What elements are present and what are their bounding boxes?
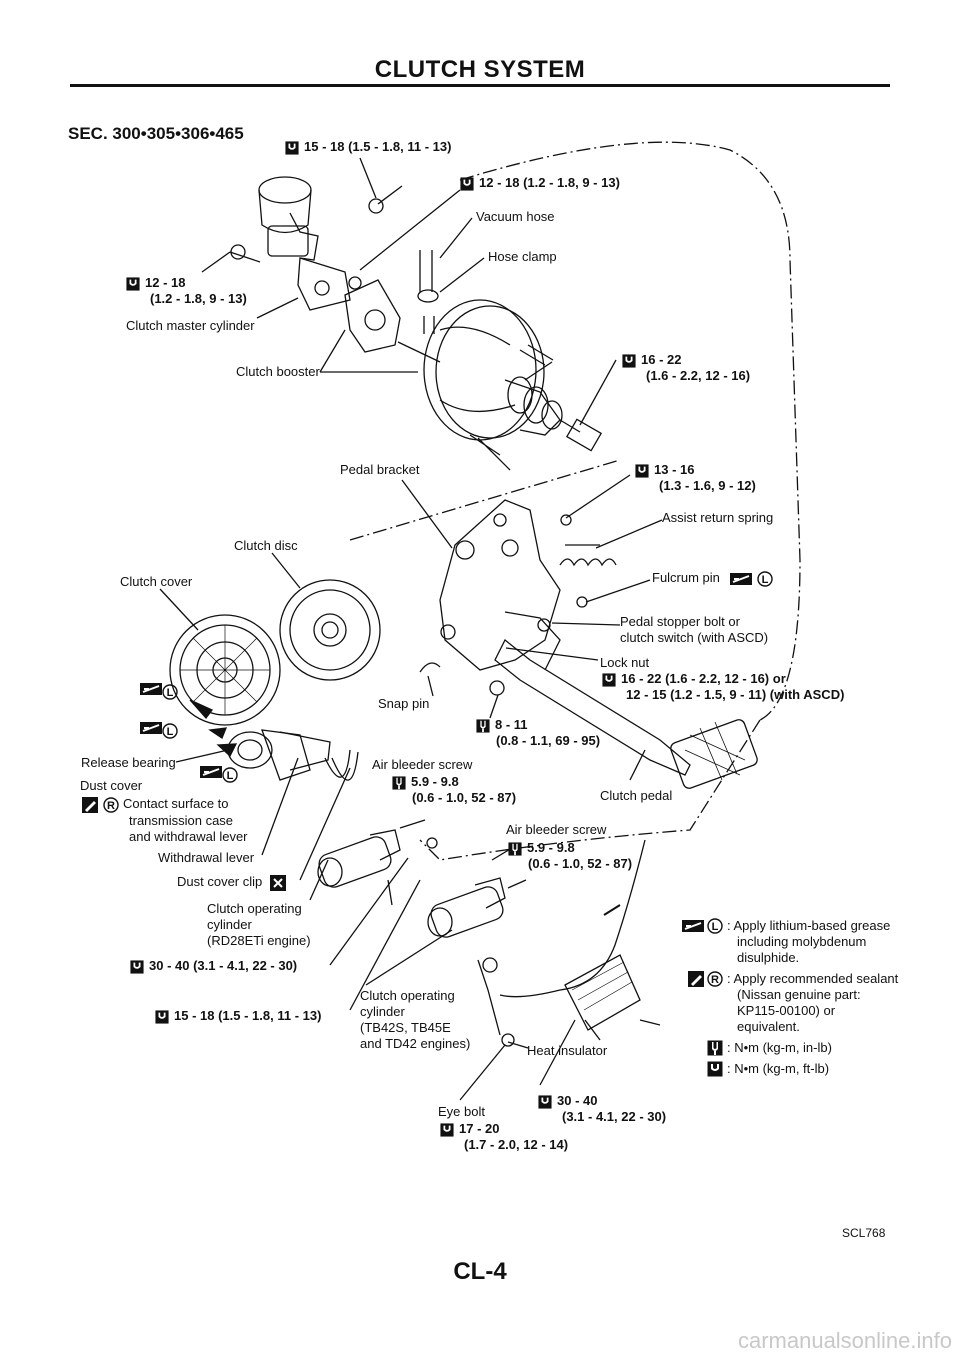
torque-spec-op-cylinder-tb42: 15 - 18 (1.5 - 1.8, 11 - 13) [155, 1008, 321, 1024]
svg-text:R: R [711, 974, 719, 986]
label-fulcrum-pin: Fulcrum pin L [652, 570, 773, 587]
label-air-bleeder-screw-1: Air bleeder screw [372, 757, 473, 772]
label-eye-bolt: Eye bolt [438, 1104, 485, 1119]
page-header-title: CLUTCH SYSTEM [374, 56, 586, 83]
svg-text:L: L [761, 574, 768, 586]
torque-inlb-icon [707, 1040, 723, 1056]
torque-ftlb-icon [635, 464, 649, 478]
torque-ftlb-icon [126, 277, 140, 291]
torque-spec-pedal-bracket: 13 - 16 (1.3 - 1.6, 9 - 12) [635, 462, 756, 494]
torque-ftlb-icon [460, 177, 474, 191]
legend-text: : Apply recommended sealant [727, 971, 899, 986]
clip-icon [269, 874, 286, 891]
grease-mark-bearing: L [140, 722, 178, 739]
label-pedal-stopper: Pedal stopper bolt or clutch switch (wit… [620, 614, 769, 645]
label-clutch-master-cylinder: Clutch master cylinder [126, 318, 255, 333]
grease-icon [200, 766, 222, 778]
legend-text: KP115-00100) or equivalent. [737, 1003, 836, 1034]
legend-row-grease: L : Apply lithium-based grease including… [655, 918, 900, 966]
grease-icon [140, 683, 162, 695]
torque-spec-booster-upper: 12 - 18 (1.2 - 1.8, 9 - 13) [460, 175, 620, 191]
torque-spec-lock-nut: 16 - 22 (1.6 - 2.2, 12 - 16) or 12 - 15 … [602, 671, 844, 703]
label-heat-insulator: Heat insulator [527, 1043, 608, 1058]
svg-text:R: R [107, 800, 115, 812]
torque-spec-heat-insulator: 30 - 40 (3.1 - 4.1, 22 - 30) [538, 1093, 666, 1125]
torque-spec-op-cylinder-rd28: 30 - 40 (3.1 - 4.1, 22 - 30) [130, 958, 297, 974]
grease-icon [140, 722, 162, 734]
page-number: CL-4 [453, 1258, 507, 1285]
torque-spec-bleeder-2: 5.9 - 9.8 (0.6 - 1.0, 52 - 87) [508, 840, 632, 872]
label-clutch-cover: Clutch cover [120, 574, 193, 589]
circled-L-icon: L [707, 918, 723, 934]
torque-ftlb-icon [440, 1123, 454, 1137]
grease-icon [682, 920, 704, 932]
label-assist-return-spring: Assist return spring [662, 510, 774, 525]
svg-text:L: L [167, 687, 174, 699]
torque-ftlb-icon [538, 1095, 552, 1109]
torque-ftlb-icon [285, 141, 299, 155]
footer-watermark-url: carmanualsonline.info [737, 1328, 952, 1353]
torque-ftlb-icon [155, 1010, 169, 1024]
torque-ftlb-icon [130, 960, 144, 974]
label-release-bearing: Release bearing [81, 755, 176, 770]
legend-text: : Apply lithium-based grease [727, 918, 891, 933]
circled-R-icon: R [707, 971, 723, 987]
torque-spec-bleeder-1: 5.9 - 9.8 (0.6 - 1.0, 52 - 87) [392, 774, 516, 806]
svg-text:L: L [227, 770, 234, 782]
torque-inlb-icon [476, 719, 490, 733]
legend-text: including molybdenum [737, 934, 867, 949]
torque-inlb-icon [392, 776, 406, 790]
sealant-icon [688, 971, 704, 987]
grease-icon [730, 573, 752, 585]
label-withdrawal-lever: Withdrawal lever [158, 850, 255, 865]
torque-spec-booster-rod: 16 - 22 (1.6 - 2.2, 12 - 16) [622, 352, 750, 384]
torque-spec-pivot: 8 - 11 (0.8 - 1.1, 69 - 95) [476, 717, 600, 749]
legend-row-sealant: R : Apply recommended sealant (Nissan ge… [655, 971, 900, 1035]
label-hose-clamp: Hose clamp [488, 249, 557, 264]
figure-code: SCL768 [842, 1226, 886, 1240]
symbol-legend: L : Apply lithium-based grease including… [655, 918, 900, 1082]
torque-ftlb-icon [602, 673, 616, 687]
legend-text: : N•m (kg-m, ft-lb) [727, 1061, 830, 1076]
section-code: SEC. 300•305•306•465 [68, 124, 244, 143]
torque-ftlb-icon [622, 354, 636, 368]
label-clutch-pedal: Clutch pedal [600, 788, 673, 803]
header-rule [70, 84, 890, 87]
torque-ftlb-icon [707, 1061, 723, 1077]
label-clutch-disc: Clutch disc [234, 538, 298, 553]
label-snap-pin: Snap pin [378, 696, 430, 711]
torque-spec-master-cylinder: 12 - 18 (1.2 - 1.8, 9 - 13) [126, 275, 247, 307]
label-air-bleeder-screw-2: Air bleeder screw [506, 822, 607, 837]
legend-row-torque-ftlb: : N•m (kg-m, ft-lb) [655, 1061, 900, 1077]
circled-L-icon: L [756, 570, 773, 587]
label-vacuum-hose: Vacuum hose [476, 209, 555, 224]
label-op-cylinder-tb42: Clutch operating cylinder (TB42S, TB45E … [360, 988, 471, 1051]
sealant-icon [82, 797, 98, 813]
circled-L-icon: L [222, 766, 238, 783]
grease-mark-lever: L [200, 766, 238, 783]
circled-R-icon: R [103, 796, 119, 813]
svg-text:L: L [712, 921, 719, 933]
torque-spec-eye-bolt: 17 - 20 (1.7 - 2.0, 12 - 14) [440, 1121, 568, 1153]
torque-inlb-icon [508, 842, 522, 856]
label-pedal-bracket: Pedal bracket [340, 462, 420, 477]
legend-text: : N•m (kg-m, in-lb) [727, 1040, 832, 1055]
label-clutch-booster: Clutch booster [236, 364, 320, 379]
label-dust-cover: Dust cover [80, 778, 143, 793]
label-op-cylinder-rd28: Clutch operating cylinder (RD28ETi engin… [207, 901, 311, 948]
legend-row-torque-inlb: : N•m (kg-m, in-lb) [655, 1040, 900, 1056]
torque-spec-master-mount: 15 - 18 (1.5 - 1.8, 11 - 13) [285, 139, 451, 155]
svg-text:L: L [167, 726, 174, 738]
circled-L-icon: L [162, 722, 178, 739]
circled-L-icon: L [162, 683, 178, 700]
label-lock-nut: Lock nut [600, 655, 650, 670]
legend-text: disulphide. [737, 950, 800, 965]
label-dust-cover-clip: Dust cover clip [177, 874, 286, 891]
grease-mark-cover: L [140, 683, 178, 700]
legend-text: (Nissan genuine part: [737, 987, 861, 1002]
